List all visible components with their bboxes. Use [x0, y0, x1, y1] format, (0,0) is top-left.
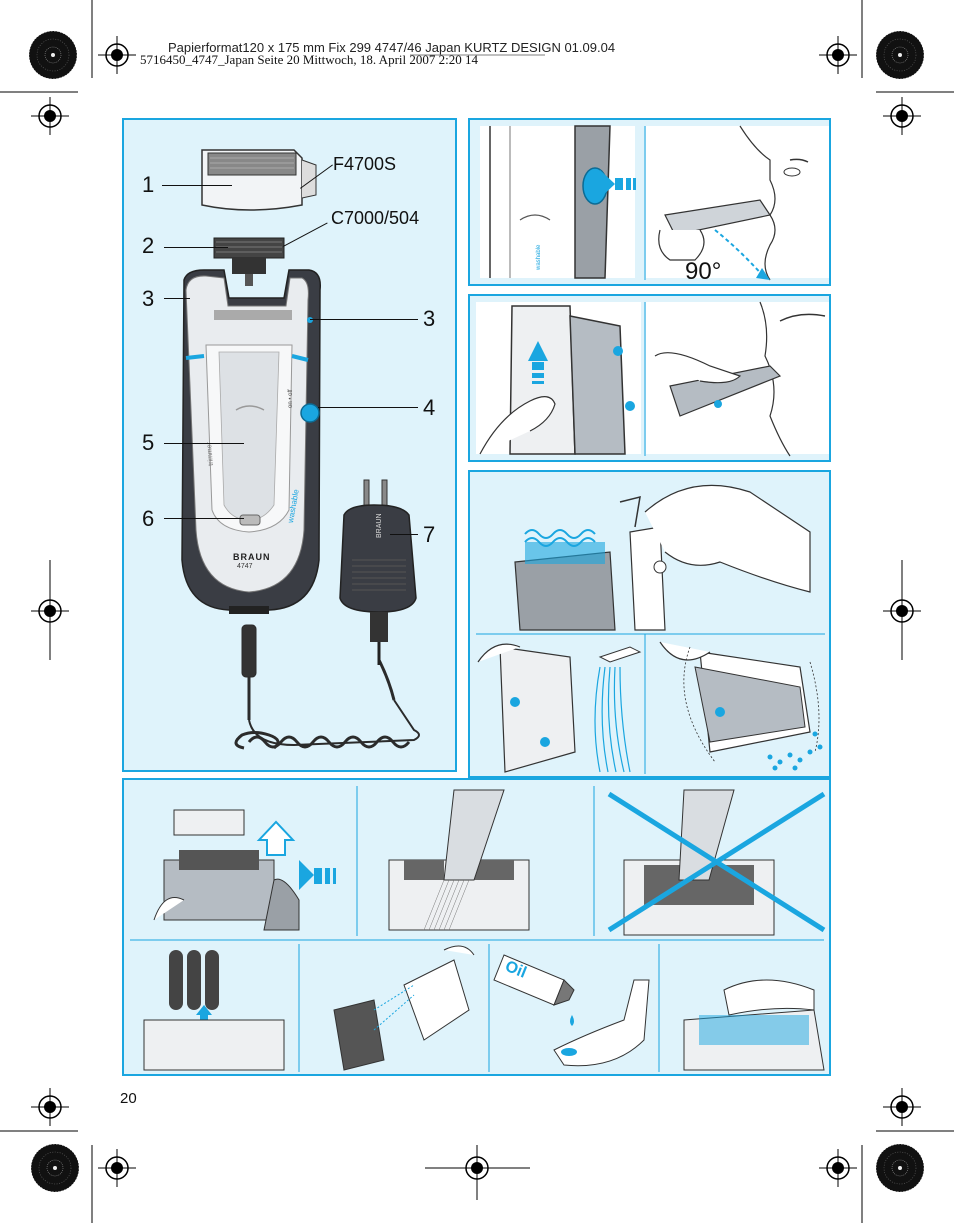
angle-label: 90° [685, 258, 722, 285]
switch-label-text: on • off [288, 389, 294, 408]
callout-3-right: 3 [423, 306, 436, 331]
cleaning-illustration [476, 484, 825, 774]
parts-diagram-panel: BRAUN 4747 on • off washable trimmer BRA… [122, 118, 457, 772]
trimmer-illustration [476, 301, 829, 457]
switch-label-small: on • off [568, 179, 574, 198]
adapter-brand-text: BRAUN [376, 513, 383, 538]
panel-switch-on: on • off washable 90° [468, 118, 831, 286]
leader-3-left [164, 298, 190, 299]
callout-2: 2 [142, 233, 155, 258]
shaver-brand-text: BRAUN [233, 552, 271, 562]
switch-on-illustration [480, 125, 829, 281]
callout-7: 7 [423, 522, 436, 547]
leader-4 [318, 407, 418, 408]
shaver-body-illustration [181, 269, 322, 614]
callout-3-left: 3 [142, 286, 155, 311]
cutter-model-label: C7000/504 [331, 208, 420, 228]
leader-3-right [310, 319, 418, 320]
shaver-illustration [181, 149, 420, 750]
callout-5: 5 [142, 430, 155, 455]
leader-1 [162, 185, 232, 186]
panel-trimmer [468, 294, 831, 462]
leader-5 [164, 443, 244, 444]
callout-1: 1 [142, 172, 155, 197]
power-adapter-illustration [339, 479, 417, 665]
washable-label-small: washable [536, 244, 542, 270]
callout-6: 6 [142, 506, 155, 531]
cutter-block-illustration [213, 237, 285, 286]
maintenance-illustration [130, 786, 826, 1072]
foil-frame-illustration [201, 149, 317, 211]
printer-info-line: Papierformat120 x 175 mm Fix 299 4747/46… [168, 40, 616, 55]
power-cord-illustration [234, 624, 420, 750]
panel-cleaning [468, 470, 831, 778]
callout-4: 4 [423, 395, 436, 420]
page-number: 20 [120, 1090, 137, 1107]
leader-2 [164, 247, 228, 248]
panel-maintenance: Oil [122, 778, 831, 1076]
leader-6 [164, 518, 244, 519]
shaver-model-text: 4747 [237, 563, 253, 570]
slug-line: 5716450_4747_Japan Seite 20 Mittwoch, 18… [140, 52, 478, 67]
foil-model-label: F4700S [333, 154, 397, 174]
leader-7 [390, 534, 418, 535]
